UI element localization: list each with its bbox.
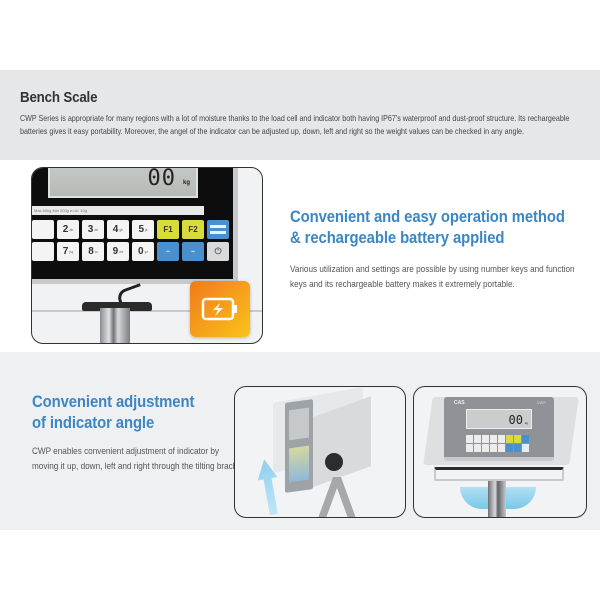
key-6-partial — [32, 242, 54, 261]
lcd-display: 00 kg — [466, 409, 532, 429]
feature-operation-body: Various utilization and settings are pos… — [290, 264, 575, 290]
lcd-reading: 00 — [147, 167, 176, 191]
lcd-display: 00 kg — [48, 167, 198, 198]
page-title: Bench Scale — [20, 90, 98, 106]
lcd-unit: kg — [524, 421, 528, 425]
feature-operation-text: Convenient and easy operation method & r… — [290, 207, 590, 292]
intro-section: Bench Scale CWP Series is appropriate fo… — [0, 70, 600, 160]
bracket-frame — [434, 467, 564, 481]
tilted-indicator — [285, 399, 313, 493]
lcd-unit: kg — [182, 180, 190, 186]
battery-charging-icon — [190, 281, 250, 337]
feature-angle-body: CWP enables convenient adjustment of ind… — [32, 446, 246, 472]
model-label: CWP — [536, 400, 546, 405]
key-1-partial — [32, 220, 54, 239]
feature-operation-heading-2: & rechargeable battery applied — [290, 229, 505, 247]
key-zero: ▪▪ — [182, 242, 204, 261]
keypad — [466, 435, 529, 452]
feature-operation-heading-1: Convenient and easy operation method — [290, 208, 565, 226]
front-indicator: CAS CWP 00 kg — [444, 397, 554, 461]
power-key-icon: ⏻ — [207, 242, 229, 261]
feature-angle-section: Convenient adjustment of indicator angle… — [0, 352, 600, 530]
lcd-reading: 00 — [508, 413, 523, 427]
key-f2: F2 — [182, 220, 204, 239]
intro-description: CWP Series is appropriate for many regio… — [20, 113, 570, 136]
feature-angle-text: Convenient adjustment of indicator angle… — [32, 392, 246, 474]
battery-charging-icon-svg — [201, 297, 237, 321]
brand-label: CAS — [454, 400, 465, 406]
rotate-adjustment-photo: CAS CWP 00 kg — [413, 386, 587, 518]
menu-key-icon — [207, 220, 229, 239]
tilt-adjustment-photo — [234, 386, 406, 518]
key-hold: ▪▪ — [157, 242, 179, 261]
spec-strip: Max 60kg Min 200g e=d= 10g — [32, 206, 204, 215]
scale-pole — [100, 308, 130, 343]
tilt-knob — [325, 453, 343, 471]
scale-pole — [488, 481, 506, 517]
pole-mount — [82, 302, 152, 311]
bracket-bar — [32, 310, 262, 312]
key-f1: F1 — [157, 220, 179, 239]
feature-angle-heading-1: Convenient adjustment — [32, 393, 195, 411]
feature-angle-heading-2: of indicator angle — [32, 414, 155, 432]
